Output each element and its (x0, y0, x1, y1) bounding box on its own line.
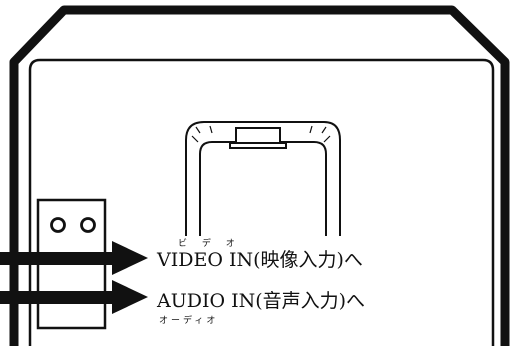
audio-ruby-label: オーディオ (159, 316, 219, 326)
device-outline (9, 5, 510, 346)
rear-panel (28, 58, 495, 346)
audio-arrow (0, 280, 148, 314)
video-in-jack (50, 217, 66, 233)
shading-ticks (191, 125, 331, 143)
handle-frame (185, 121, 341, 236)
video-ruby-label: ビ デ オ (178, 239, 241, 249)
audio-in-jack (80, 217, 96, 233)
audio-in-label: AUDIO IN(音声入力)へ (157, 290, 366, 312)
video-arrow (0, 241, 148, 275)
video-in-label: VIDEO IN(映像入力)へ (157, 249, 363, 271)
